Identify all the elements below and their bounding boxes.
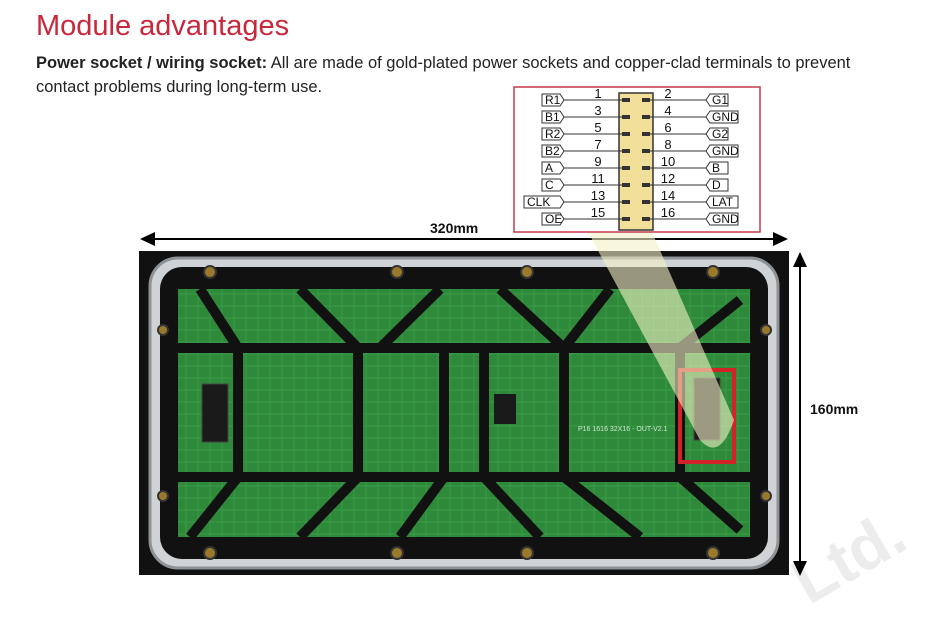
- pin-number: 2: [664, 86, 671, 101]
- pin-pad: [622, 217, 630, 221]
- description-bold: Power socket / wiring socket:: [36, 54, 268, 72]
- module-diagram: 320mm 160mm: [139, 86, 858, 576]
- pin-2: 2 G1: [642, 86, 729, 107]
- signal-label: D: [712, 178, 721, 192]
- pin-13: CLK 13: [523, 188, 630, 209]
- pin-number: 5: [594, 120, 601, 135]
- connector-body: [618, 92, 654, 231]
- signal-label: CLK: [527, 195, 550, 209]
- led-module: P16 1616 32X16 - OUT-V2.1: [139, 251, 789, 575]
- pin-pad: [622, 166, 630, 170]
- pin-16: 16 GND: [642, 205, 739, 226]
- pin-11: C 11: [541, 171, 630, 192]
- signal-tag: [705, 212, 739, 226]
- pin-number: 1: [594, 86, 601, 101]
- signal-tag: [541, 110, 565, 124]
- signal-tag: [541, 144, 565, 158]
- signal-label: B: [712, 161, 720, 175]
- signal-label: OE: [545, 212, 562, 226]
- width-label: 320mm: [430, 220, 478, 236]
- pin-1: R1 1: [541, 86, 630, 107]
- pin-14: 14 LAT: [642, 188, 739, 209]
- signal-label: G1: [712, 93, 728, 107]
- signal-label: R2: [545, 127, 561, 141]
- board-label: P16 1616 32X16 - OUT-V2.1: [578, 426, 668, 433]
- pin-pad: [622, 183, 630, 187]
- pin-number: 14: [661, 188, 675, 203]
- pin-12: 12 D: [642, 171, 729, 192]
- pin-number: 7: [594, 137, 601, 152]
- signal-label: GND: [712, 212, 739, 226]
- pin-10: 10 B: [642, 154, 729, 175]
- signal-label: B2: [545, 144, 560, 158]
- signal-tag: [541, 161, 565, 175]
- pin-15: OE 15: [541, 205, 630, 226]
- signal-tag: [705, 178, 729, 192]
- screws: [157, 265, 772, 560]
- signal-tag: [705, 110, 739, 124]
- pin-number: 8: [664, 137, 671, 152]
- input-connector: [201, 383, 229, 443]
- signal-tag: [705, 93, 729, 107]
- signal-label: B1: [545, 110, 560, 124]
- width-dimension: 320mm: [140, 220, 788, 246]
- pin-number: 16: [661, 205, 675, 220]
- pin-pad: [622, 115, 630, 119]
- signal-label: GND: [712, 144, 739, 158]
- signal-tag: [705, 161, 729, 175]
- pin-5: R2 5: [541, 120, 630, 141]
- description-text: All are made of gold-plated power socket…: [36, 54, 851, 96]
- power-terminal: [494, 394, 516, 424]
- signal-label: C: [545, 178, 554, 192]
- pin-number: 12: [661, 171, 675, 186]
- signal-label: R1: [545, 93, 561, 107]
- signal-tag: [705, 144, 739, 158]
- signal-tag: [705, 127, 729, 141]
- signal-label: G2: [712, 127, 728, 141]
- pin-pad: [622, 132, 630, 136]
- signal-tag: [541, 127, 565, 141]
- frame-bars: [178, 285, 750, 541]
- pin-number: 10: [661, 154, 675, 169]
- description: Power socket / wiring socket: All are ma…: [36, 51, 896, 99]
- height-dimension: 160mm: [793, 252, 858, 576]
- pin-pad: [622, 200, 630, 204]
- pin-number: 9: [594, 154, 601, 169]
- pin-pad: [622, 98, 630, 102]
- pin-number: 6: [664, 120, 671, 135]
- pin-8: 8 GND: [642, 137, 739, 158]
- signal-tag: [523, 195, 565, 209]
- pin-number: 13: [591, 188, 605, 203]
- pin-4: 4 GND: [642, 103, 739, 124]
- signal-tag: [541, 93, 565, 107]
- signal-label: A: [545, 161, 553, 175]
- signal-tag: [541, 212, 565, 226]
- pin-7: B2 7: [541, 137, 630, 158]
- signal-label: LAT: [712, 195, 734, 209]
- pin-number: 3: [594, 103, 601, 118]
- signal-label: GND: [712, 110, 739, 124]
- signal-tag: [705, 195, 739, 209]
- pin-number: 15: [591, 205, 605, 220]
- signal-tag: [541, 178, 565, 192]
- pin-6: 6 G2: [642, 120, 729, 141]
- pin-pad: [622, 149, 630, 153]
- pin-number: 4: [664, 103, 671, 118]
- pin-number: 11: [591, 171, 605, 186]
- page-title: Module advantages: [36, 10, 290, 42]
- height-label: 160mm: [810, 401, 858, 417]
- magnifier-beam: [588, 232, 734, 448]
- pin-3: B1 3: [541, 103, 630, 124]
